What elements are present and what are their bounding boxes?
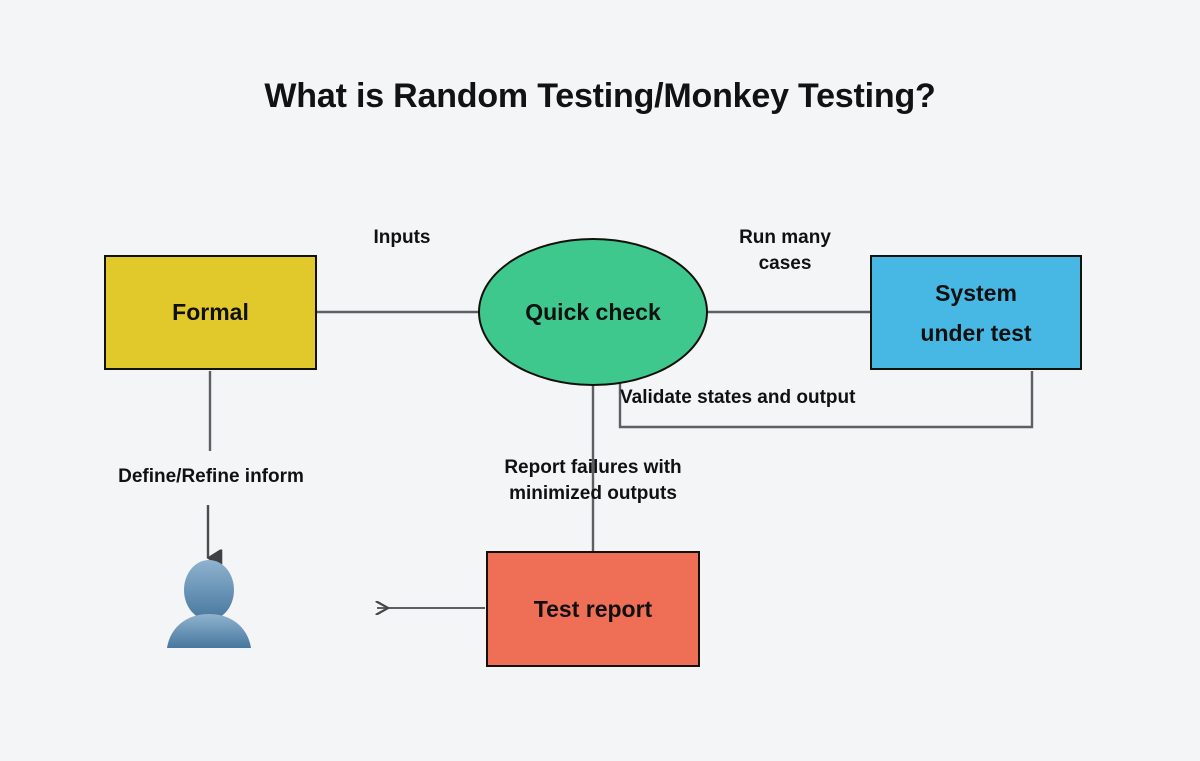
edge-label-validate-states-and-output: Validate states and output: [620, 387, 856, 408]
node-test-report-label: Test report: [533, 595, 653, 622]
node-quick-check-label: Quick check: [525, 298, 661, 325]
edge-label-define-refine-inform: Define/Refine inform: [118, 466, 304, 487]
user-avatar-icon: [167, 560, 251, 648]
edge-label-inputs: Inputs: [373, 227, 431, 248]
node-quick-check[interactable]: Quick check: [478, 238, 708, 386]
edge-label-report-failures: Report failures with minimized outputs: [504, 457, 682, 504]
node-system-under-test[interactable]: System under test: [870, 255, 1082, 370]
node-system-under-test-label: System under test: [920, 279, 1032, 346]
node-formal[interactable]: Formal: [104, 255, 317, 370]
node-formal-label: Formal: [172, 299, 249, 325]
page-title: What is Random Testing/Monkey Testing?: [264, 77, 936, 115]
edge-label-run-many-cases: Run many cases: [739, 227, 831, 274]
connector-system-to-quick-check: [618, 371, 1034, 429]
node-test-report[interactable]: Test report: [486, 551, 700, 667]
